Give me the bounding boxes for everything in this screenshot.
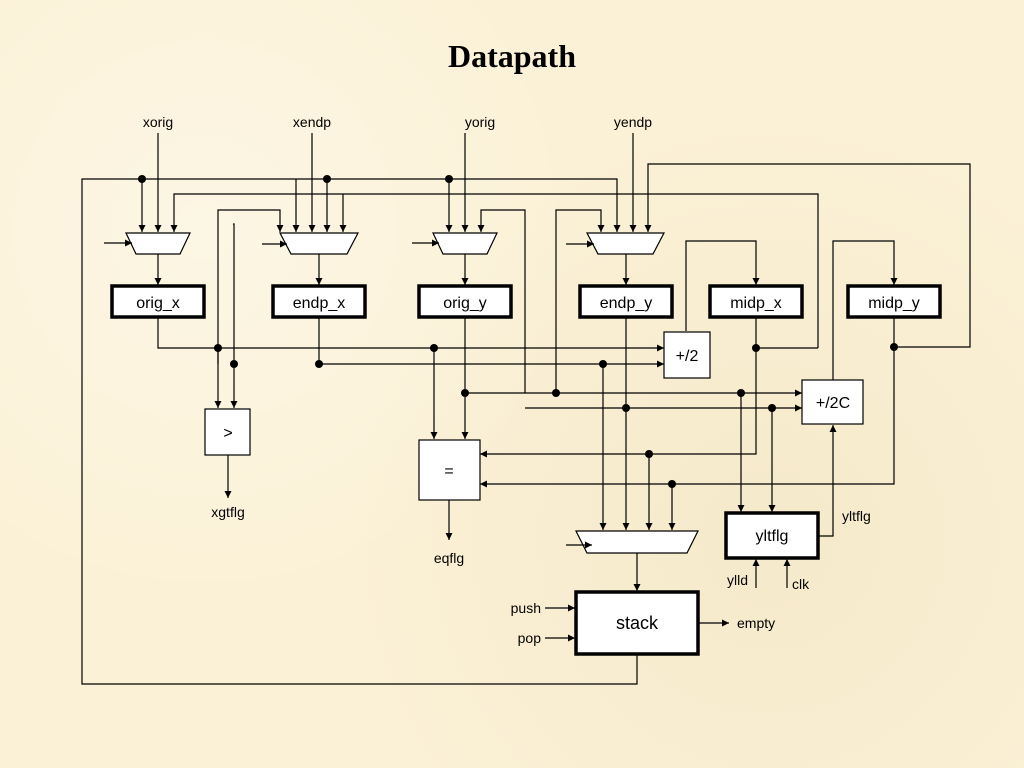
- mux-orig-y: [412, 232, 498, 255]
- mux-endp-x: [262, 232, 359, 255]
- input-label-xorig: xorig: [143, 114, 173, 130]
- register-endp-y: endp_y: [578, 284, 674, 319]
- ylld-label: ylld: [727, 572, 748, 588]
- register-midp-x-label: midp_x: [730, 295, 782, 312]
- mux-stack-input: [566, 530, 699, 554]
- register-orig-y: orig_y: [417, 284, 513, 319]
- mux-endp-y: [566, 232, 665, 255]
- register-endp-x: endp_x: [271, 284, 367, 319]
- mux-orig-x: [104, 232, 191, 255]
- divide-by-2-label: +/2: [676, 348, 699, 365]
- divide-by-2c-label: +/2C: [816, 395, 850, 412]
- divide-by-2c-unit: +/2C: [801, 379, 864, 425]
- register-output-wires: [157, 317, 898, 530]
- register-orig-y-label: orig_y: [443, 295, 487, 312]
- register-orig-x: orig_x: [110, 284, 206, 319]
- register-orig-x-label: orig_x: [136, 295, 180, 312]
- clk-label: clk: [792, 576, 810, 592]
- yltflg-feedback-wire: [818, 425, 837, 537]
- stack-unit: stack: [574, 590, 700, 656]
- register-midp-y-label: midp_y: [868, 295, 920, 312]
- register-endp-y-label: endp_y: [600, 295, 653, 312]
- input-label-xendp: xendp: [293, 114, 331, 130]
- xgtflg-label: xgtflg: [211, 504, 244, 520]
- empty-label: empty: [737, 615, 775, 631]
- feedback-buses: [81, 163, 971, 685]
- equality-comparator: =: [418, 439, 481, 501]
- divide-by-2-unit: +/2: [663, 331, 711, 379]
- eqflg-label: eqflg: [434, 550, 464, 566]
- equals-label: =: [444, 463, 453, 480]
- diagram-title: Datapath: [447, 38, 576, 74]
- mux-to-register-wires: [154, 240, 898, 380]
- yltflg-output-label: yltflg: [842, 508, 871, 524]
- greater-than-comparator: >: [204, 408, 251, 456]
- yltflg-register: yltflg: [724, 511, 820, 560]
- register-midp-y: midp_y: [846, 284, 942, 319]
- push-label: push: [511, 600, 541, 616]
- input-wires: [154, 133, 637, 232]
- yltflg-register-label: yltflg: [756, 528, 789, 545]
- register-endp-x-label: endp_x: [293, 295, 346, 312]
- input-label-yorig: yorig: [465, 114, 495, 130]
- input-label-yendp: yendp: [614, 114, 652, 130]
- greater-than-label: >: [223, 425, 232, 442]
- pop-label: pop: [518, 630, 542, 646]
- stack-label: stack: [616, 613, 659, 633]
- register-midp-x: midp_x: [708, 284, 804, 319]
